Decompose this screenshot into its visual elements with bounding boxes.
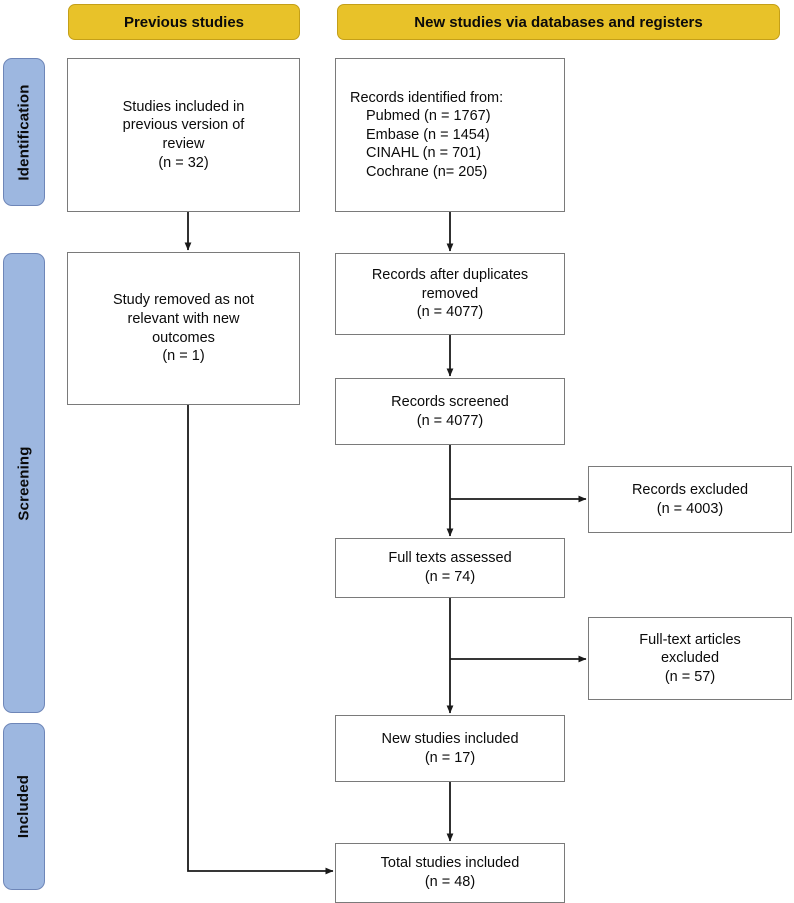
stage-bar-identification: Identification: [3, 58, 45, 206]
box-count: (n = 32): [158, 154, 209, 171]
box-line: New studies included: [381, 730, 519, 747]
box-previous-studies-included: Studies included in previous version of …: [67, 58, 300, 212]
stage-label-identification: Identification: [15, 83, 33, 181]
stage-label-included: Included: [15, 774, 33, 839]
box-line: Studies included in: [122, 98, 245, 115]
box-count: (n = 4003): [656, 500, 724, 517]
box-records-after-duplicates: Records after duplicates removed (n = 40…: [335, 253, 565, 335]
box-count: (n = 57): [664, 668, 716, 685]
column-header-new-studies: New studies via databases and registers: [337, 4, 780, 40]
box-records-excluded: Records excluded (n = 4003): [588, 466, 792, 533]
box-count: (n = 17): [424, 749, 476, 766]
box-full-text-articles-excluded: Full-text articles excluded (n = 57): [588, 617, 792, 700]
box-line: previous version of: [122, 117, 245, 134]
box-line: review: [162, 136, 205, 152]
box-line: removed: [421, 285, 479, 302]
box-line: relevant with new: [127, 310, 240, 327]
stage-bar-included: Included: [3, 723, 45, 890]
box-total-studies-included: Total studies included (n = 48): [335, 843, 565, 903]
box-records-identified: Records identified from: Pubmed (n = 176…: [335, 58, 565, 212]
box-line: Records after duplicates: [371, 267, 529, 284]
box-source-cinahl: CINAHL (n = 701): [366, 145, 482, 162]
box-study-removed: Study removed as not relevant with new o…: [67, 252, 300, 405]
box-line: Study removed as not: [112, 292, 255, 309]
box-line: Records screened: [391, 393, 509, 410]
box-count: (n = 1): [162, 348, 205, 365]
box-full-texts-assessed: Full texts assessed (n = 74): [335, 538, 565, 598]
box-records-screened: Records screened (n = 4077): [335, 378, 565, 445]
box-line: Records excluded: [631, 481, 749, 498]
stage-label-screening: Screening: [15, 445, 33, 521]
box-count: (n = 74): [424, 569, 476, 585]
box-count: (n = 4077): [416, 304, 484, 321]
box-source-embase: Embase (n = 1454): [366, 126, 490, 143]
box-source-pubmed: Pubmed (n = 1767): [366, 108, 491, 125]
stage-bar-screening: Screening: [3, 253, 45, 713]
box-line: Full-text articles: [639, 631, 741, 648]
box-line: excluded: [660, 650, 720, 667]
box-line: outcomes: [152, 329, 215, 346]
box-count: (n = 48): [424, 874, 476, 890]
box-new-studies-included: New studies included (n = 17): [335, 715, 565, 782]
box-line: Total studies included: [380, 855, 520, 872]
box-title: Records identified from:: [350, 89, 504, 106]
box-line: Full texts assessed: [388, 550, 512, 567]
box-source-cochrane: Cochrane (n= 205): [366, 163, 488, 180]
column-header-previous-studies: Previous studies: [68, 4, 300, 40]
box-count: (n = 4077): [416, 412, 484, 429]
